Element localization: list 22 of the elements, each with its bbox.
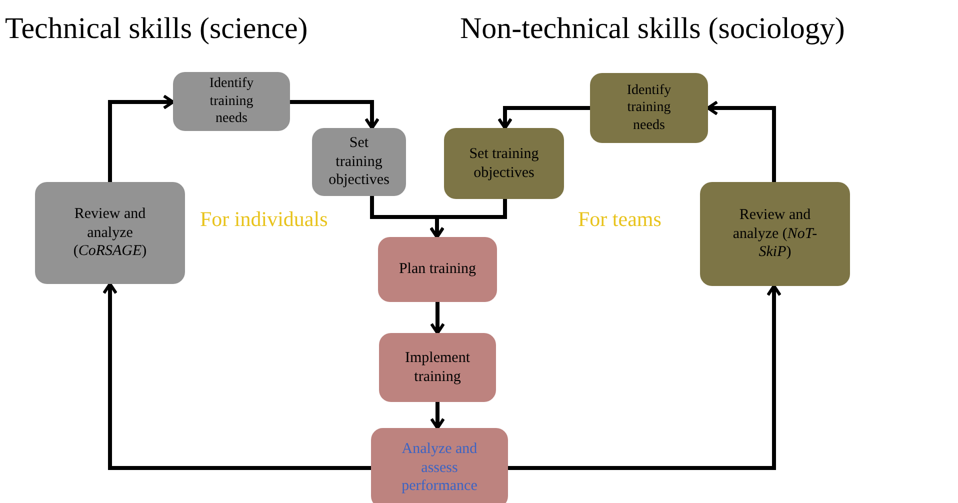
heading: Technical skills (science): [5, 11, 308, 47]
process-box: Identify training needs: [173, 72, 290, 131]
group-label: For individuals: [200, 206, 328, 233]
process-box: Set training objectives: [312, 128, 406, 196]
process-box: Review and analyze (CoRSAGE): [35, 182, 185, 284]
arrow: [102, 282, 371, 470]
arrow: [108, 94, 174, 182]
group-label: For teams: [578, 206, 662, 233]
arrow: [430, 302, 445, 334]
process-box: Plan training: [378, 237, 497, 302]
arrow: [430, 402, 445, 430]
arrow: [508, 284, 782, 470]
process-box: Analyze and assess performance: [371, 428, 508, 503]
process-box: Review and analyze (NoT-SkiP): [700, 182, 850, 286]
arrow: [706, 100, 776, 182]
arrow: [498, 106, 590, 130]
arrow: [290, 100, 380, 130]
arrow: [430, 199, 507, 238]
heading: Non-technical skills (sociology): [460, 11, 845, 47]
process-box: Set training objectives: [444, 128, 564, 199]
process-box: Identify training needs: [590, 73, 708, 143]
process-box: Implement training: [379, 333, 496, 402]
